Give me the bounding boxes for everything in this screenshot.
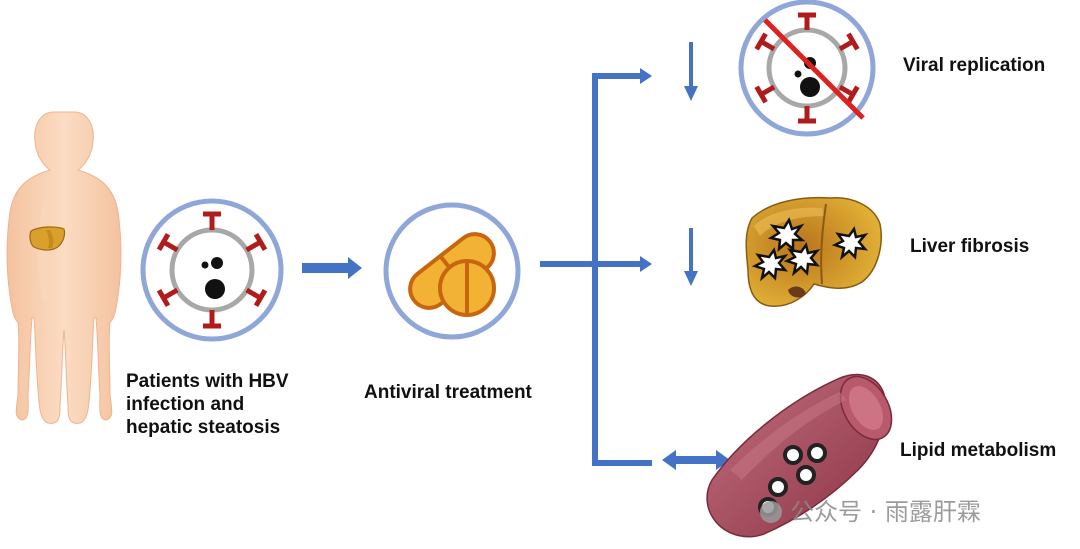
outcome-label-viral-replication: Viral replication: [903, 55, 1046, 76]
virus-crossed-icon: [738, 0, 876, 137]
lipid-droplet-3: [796, 465, 816, 485]
virus-icon: [140, 198, 284, 342]
arrow-to-treatment: [302, 257, 362, 279]
watermark-logo-icon: [760, 501, 782, 523]
patients-label-line-2: infection and: [126, 393, 245, 415]
liver-small-icon: [29, 226, 66, 251]
pill-icon: [383, 202, 521, 340]
human-body-icon: [6, 111, 122, 424]
lipid-droplet-4: [768, 477, 788, 497]
lipid-droplet-1: [783, 445, 803, 465]
patients-label-line-3: hepatic steatosis: [126, 416, 281, 438]
watermark-text: 公众号 · 雨露肝霖: [790, 498, 981, 526]
patients-label: Patients with HBV infection and hepatic …: [126, 371, 289, 439]
fibrosis-spot-4: [831, 226, 869, 261]
watermark: 公众号 · 雨露肝霖: [760, 492, 981, 527]
fibrosis-spot-2: [751, 247, 789, 282]
decrease-arrow-viral: [684, 42, 698, 101]
fibrosis-spot-3: [783, 242, 821, 277]
decrease-arrow-fibrosis: [684, 228, 698, 286]
lipid-droplet-2: [807, 443, 827, 463]
liver-icon: [745, 196, 882, 307]
fibrosis-spot-1: [767, 217, 806, 253]
patients-label-line-1: Patients with HBV: [126, 371, 289, 392]
outcome-label-lipid-metabolism: Lipid metabolism: [900, 440, 1057, 461]
bidirectional-arrow-icon: [662, 450, 730, 470]
blood-vessel-icon: [706, 373, 893, 538]
strike-through-line: [763, 18, 865, 120]
outcome-label-liver-fibrosis: Liver fibrosis: [910, 236, 1030, 257]
treatment-label: Antiviral treatment: [364, 382, 532, 403]
branch-connector: [540, 68, 652, 466]
